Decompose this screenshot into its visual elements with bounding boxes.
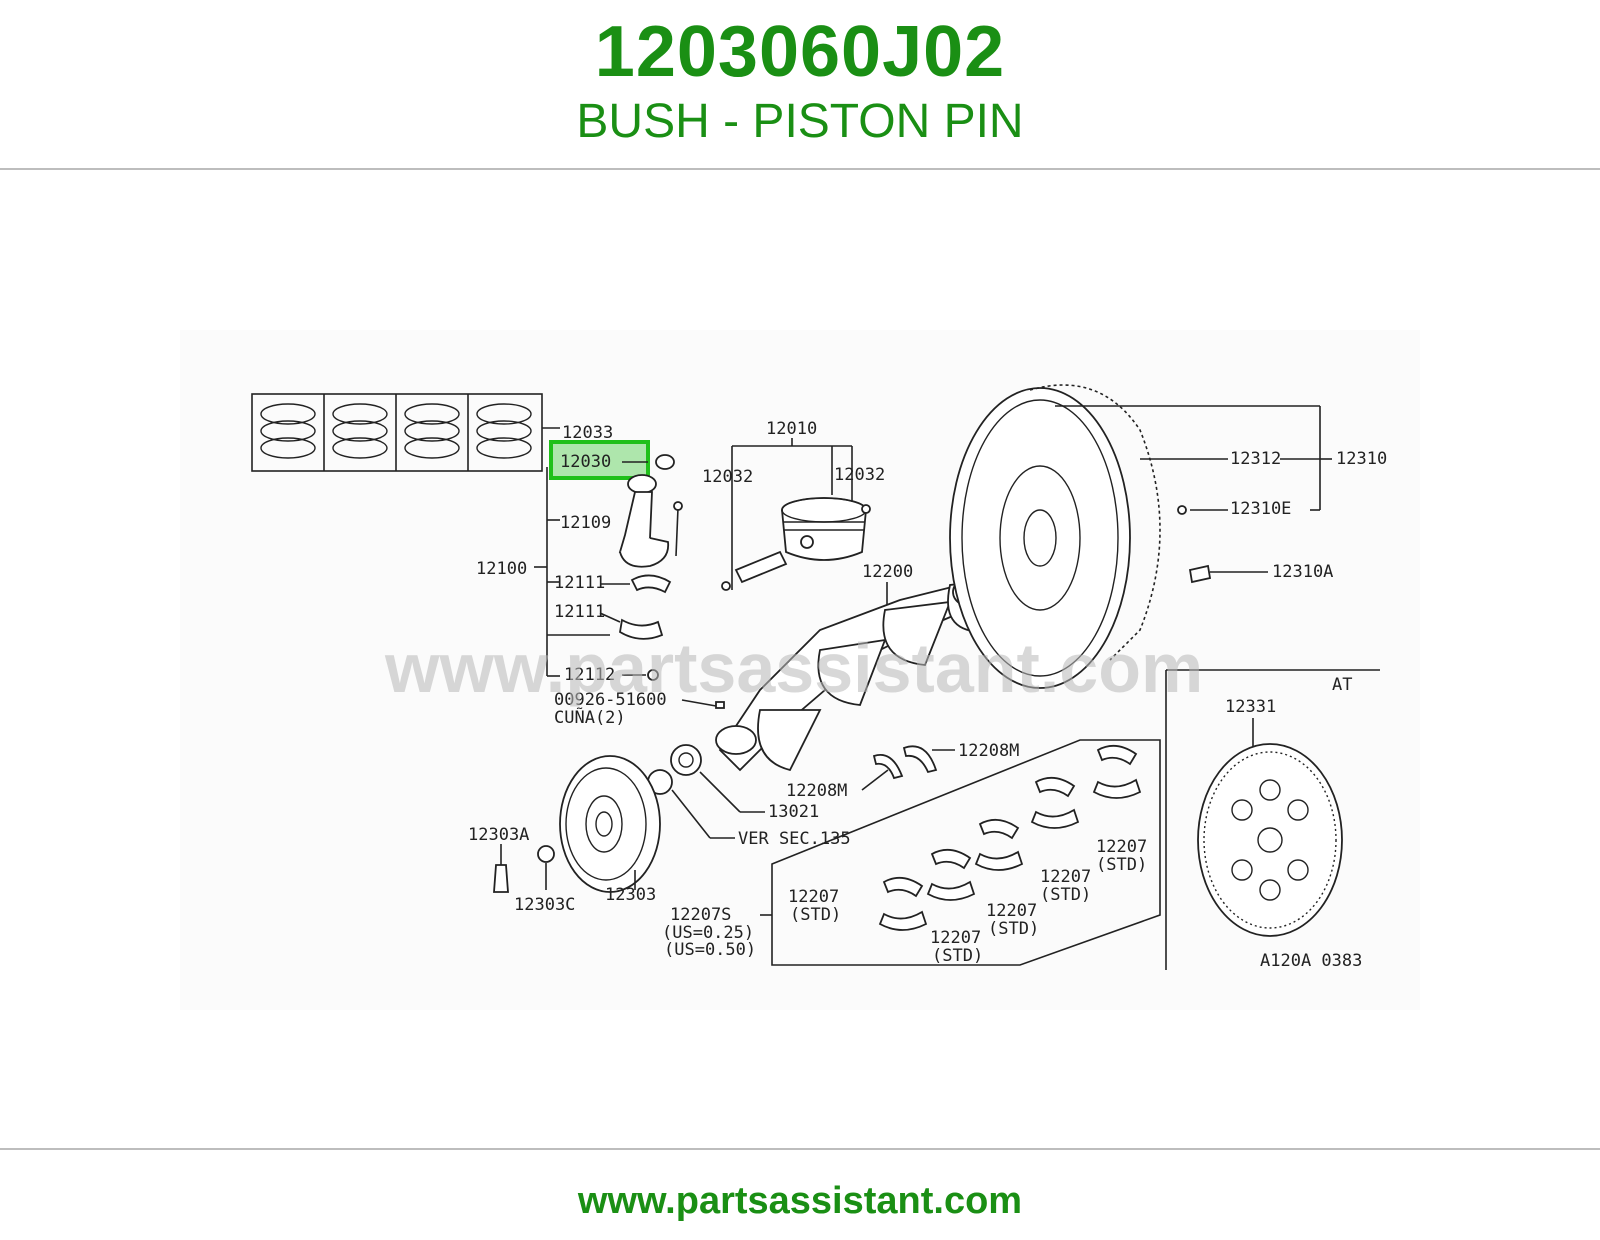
label-std-4: (STD)	[1040, 885, 1091, 905]
crank-sprocket	[670, 744, 702, 776]
rod-nut	[647, 669, 659, 681]
pulley-bolt	[493, 864, 509, 893]
label-12032-b: 12032	[834, 465, 885, 485]
piston-pin	[734, 550, 788, 584]
flex-plate	[1197, 743, 1343, 937]
thrust-bearing-b	[902, 745, 938, 774]
label-12033: 12033	[562, 423, 613, 443]
label-12303c: 12303C	[514, 895, 575, 915]
parts-diagram-svg: 12033 12030 12109 12100 12111 12111 1211…	[251, 384, 1387, 971]
label-12111-a: 12111	[554, 573, 605, 593]
main-bearings	[878, 744, 1142, 931]
flywheel	[949, 384, 1161, 689]
main-bearing-box	[771, 739, 1161, 966]
label-12310a: 12310A	[1272, 562, 1333, 582]
part-number: 1203060J02	[594, 12, 1006, 92]
label-std-5: (STD)	[1096, 855, 1147, 875]
rod-bearing-upper	[630, 574, 672, 594]
label-12208m-b: 12208M	[786, 781, 847, 801]
label-12207-4: 12207	[1040, 867, 1091, 887]
label-us025: (US=0.25)	[662, 923, 754, 943]
label-12100: 12100	[476, 559, 527, 579]
label-12200: 12200	[862, 562, 913, 582]
label-00926: 00926-51600	[554, 690, 667, 710]
label-12030: 12030	[560, 452, 611, 472]
con-rod-bracket	[534, 467, 610, 677]
label-12310: 12310	[1336, 449, 1387, 469]
flywheel-dowel	[1177, 505, 1187, 515]
piston-bracket	[731, 438, 853, 590]
label-std-1: (STD)	[790, 905, 841, 925]
pulley-washer	[537, 845, 555, 863]
label-12207-2: 12207	[930, 928, 981, 948]
label-12032-a: 12032	[702, 467, 753, 487]
label-12207-5: 12207	[1096, 837, 1147, 857]
label-12207s: 12207S	[670, 905, 731, 925]
label-12312: 12312	[1230, 449, 1281, 469]
flywheel-bolt	[1188, 564, 1212, 584]
label-std-3: (STD)	[988, 919, 1039, 939]
label-12111-b: 12111	[554, 602, 605, 622]
page-header: 1203060J02 BUSH - PISTON PIN	[0, 0, 1600, 168]
flywheel-bracket	[1055, 405, 1332, 511]
label-12109: 12109	[560, 513, 611, 533]
piston	[781, 497, 867, 561]
footer-url[interactable]: www.partsassistant.com	[577, 1180, 1023, 1222]
rod-bearing-lower	[619, 618, 664, 640]
snap-ring-a	[721, 581, 731, 591]
label-12010: 12010	[766, 419, 817, 439]
label-12208m-a: 12208M	[958, 741, 1019, 761]
label-12303: 12303	[605, 885, 656, 905]
label-at: AT	[1332, 675, 1352, 695]
part-name: BUSH - PISTON PIN	[576, 95, 1024, 148]
label-13021: 13021	[768, 802, 819, 822]
connecting-rod	[618, 474, 683, 568]
highlight-12030[interactable]	[549, 440, 650, 480]
snap-ring-b	[861, 504, 871, 514]
woodruff-key	[715, 701, 725, 709]
thrust-bearing-a	[872, 754, 904, 780]
label-12310e: 12310E	[1230, 499, 1291, 519]
piston-ring-set	[251, 393, 560, 472]
label-12331: 12331	[1225, 697, 1276, 717]
label-12303a: 12303A	[468, 825, 529, 845]
watermark: www.partsassistant.com	[384, 629, 1203, 707]
piston-pin-bush	[655, 454, 675, 470]
label-12207-1: 12207	[788, 887, 839, 907]
label-cuna: CUÑA(2)	[554, 706, 626, 728]
label-diagram-code: A120A 0383	[1260, 951, 1362, 971]
parts-diagram: 12033 12030 12109 12100 12111 12111 1211…	[180, 330, 1420, 1010]
label-12112: 12112	[564, 665, 615, 685]
crank-pulley	[559, 755, 661, 893]
label-12207-3: 12207	[986, 901, 1037, 921]
footer-divider	[0, 1148, 1600, 1150]
label-us050: (US=0.50)	[664, 940, 756, 960]
header-divider	[0, 168, 1600, 170]
label-std-2: (STD)	[932, 946, 983, 966]
